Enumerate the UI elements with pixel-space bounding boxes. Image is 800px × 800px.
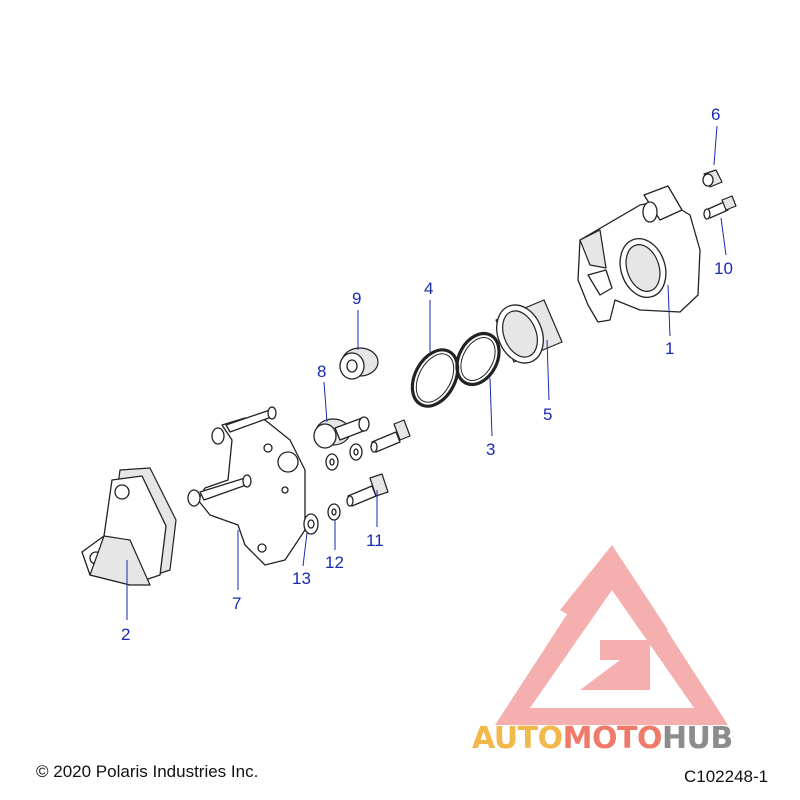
bushing-8-part — [313, 416, 370, 449]
bolt-lower-part — [346, 473, 389, 507]
callout-2: 2 — [121, 625, 130, 644]
callout-8: 8 — [317, 362, 326, 381]
callout-1: 1 — [665, 339, 674, 358]
bolt-upper-part — [370, 419, 411, 453]
washers-part — [303, 443, 363, 535]
caliper-body-part — [577, 185, 701, 323]
callout-12: 12 — [325, 553, 344, 572]
watermark-auto: AUTO — [472, 721, 563, 756]
callout-3: 3 — [486, 440, 495, 459]
piston-part — [495, 299, 563, 364]
caliper-bracket-part — [187, 406, 306, 566]
callout-4: 4 — [424, 279, 433, 298]
callout-9: 9 — [352, 289, 361, 308]
copyright-text: © 2020 Polaris Industries Inc. — [36, 762, 259, 781]
callout-11: 11 — [366, 531, 384, 550]
callout-7: 7 — [232, 594, 241, 613]
bleeder-cap-part — [702, 169, 723, 188]
callout-6: 6 — [711, 105, 720, 124]
boot-9-part — [339, 347, 379, 380]
seal-4-part — [410, 348, 460, 408]
callout-5: 5 — [543, 405, 552, 424]
seal-3-part — [455, 331, 501, 387]
brake-pad-part — [81, 467, 177, 586]
callouts: 1 2 3 4 5 6 7 8 9 10 11 12 13 — [121, 105, 733, 644]
bleeder-screw-part — [703, 195, 737, 220]
leader-lines — [126, 125, 727, 620]
watermark-moto: MOTO — [563, 721, 662, 756]
watermark-hub: HUB — [662, 721, 733, 756]
callout-10: 10 — [714, 259, 733, 278]
automotohub-logo-icon — [495, 545, 728, 725]
callout-13: 13 — [292, 569, 311, 588]
watermark-text: AUTOMOTOHUB — [472, 721, 733, 756]
figure-code: C102248-1 — [684, 767, 769, 786]
